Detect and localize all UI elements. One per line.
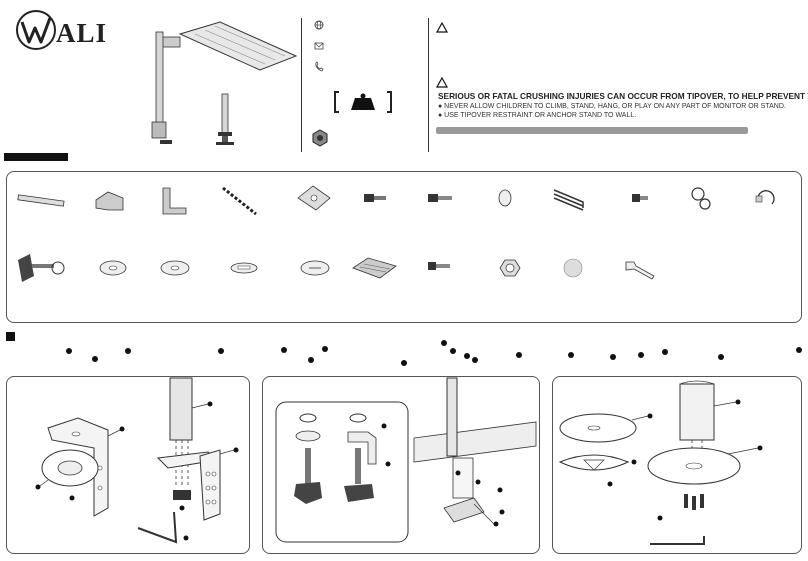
rubber-pad-icon — [563, 258, 583, 278]
warning-icon-2 — [435, 76, 449, 88]
section-label-bar — [4, 153, 68, 161]
spacer-icon — [498, 189, 512, 207]
cable-clip-open-icon — [755, 190, 775, 205]
divider-1 — [301, 18, 302, 152]
hex-screw-icon — [632, 194, 648, 202]
mail-icon — [314, 42, 324, 50]
dot — [718, 354, 724, 360]
product-illustration — [151, 21, 298, 145]
dot — [92, 356, 98, 362]
warning-gray-bar — [436, 127, 748, 134]
step-panel-1 — [6, 376, 250, 554]
brand-logo: ALI — [14, 8, 124, 52]
dot — [516, 352, 522, 358]
clamp-knob-icon — [18, 254, 65, 282]
washer-icon — [160, 260, 190, 276]
hex-nut-icon — [499, 259, 521, 277]
divider-2 — [428, 18, 429, 152]
dot — [568, 352, 574, 358]
hex-keys-icon — [553, 189, 584, 211]
dot — [472, 357, 478, 363]
angle-bracket-icon — [162, 187, 187, 215]
grommet-assembly-illustration — [275, 377, 537, 543]
screw-icon — [364, 194, 386, 202]
round-plate-icon — [230, 262, 258, 274]
bolt-icon — [428, 194, 452, 202]
dot — [638, 352, 644, 358]
clamp-assembly-illustration — [35, 377, 239, 544]
l-bracket-icon — [95, 191, 124, 211]
warning-icon — [435, 21, 449, 33]
dot — [308, 357, 314, 363]
step-marker — [6, 332, 15, 341]
chain-link-icon — [222, 186, 257, 216]
dot — [450, 348, 456, 354]
step-panel-2 — [262, 376, 540, 554]
globe-icon — [314, 20, 324, 30]
dot — [441, 340, 447, 346]
phone-icon — [315, 61, 324, 72]
weight-icon — [334, 91, 392, 113]
warning-item-1: ● NEVER ALLOW CHILDREN TO CLIMB, STAND, … — [438, 103, 786, 110]
wrench-icon — [625, 261, 655, 280]
base-assembly-illustration — [558, 380, 763, 545]
phillips-screw-icon — [428, 262, 450, 270]
logo-w-mark — [16, 10, 56, 50]
dot — [662, 349, 668, 355]
dot — [464, 353, 470, 359]
dot — [218, 348, 224, 354]
certification-icon — [312, 129, 328, 147]
dot — [610, 354, 616, 360]
logo-text: ALI — [56, 18, 108, 48]
dot — [281, 347, 287, 353]
vesa-plate-icon — [297, 185, 331, 211]
grill-plate-icon — [352, 257, 397, 279]
dot — [66, 348, 72, 354]
dot — [796, 347, 802, 353]
parts-row-2 — [18, 254, 655, 282]
slotted-plate-icon — [300, 260, 330, 276]
dot — [322, 346, 328, 352]
parts-row-1 — [17, 185, 775, 216]
warning-title: SERIOUS OR FATAL CRUSHING INJURIES CAN O… — [438, 91, 808, 101]
rod-icon — [17, 194, 65, 207]
c-washer-icon — [99, 260, 127, 276]
step-panel-3 — [552, 376, 802, 554]
dot — [401, 360, 407, 366]
parts-panel — [6, 171, 802, 323]
warning-item-2: ● USE TIPOVER RESTRAINT OR ANCHOR STAND … — [438, 112, 637, 119]
cable-clip-icon — [691, 187, 711, 210]
dot — [125, 348, 131, 354]
